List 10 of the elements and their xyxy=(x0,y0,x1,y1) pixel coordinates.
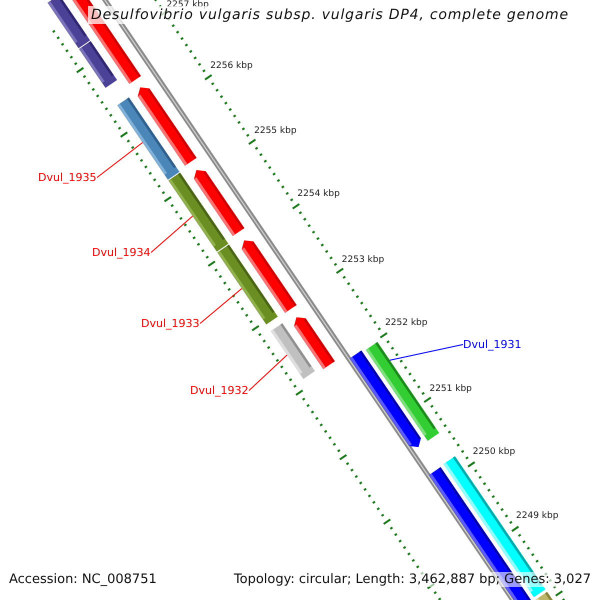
scale-label: 2256 kbp xyxy=(210,61,253,72)
scale-label: 2252 kbp xyxy=(385,318,428,328)
scale-label: 2250 kbp xyxy=(472,447,516,458)
scale-label: 2255 kbp xyxy=(254,126,297,136)
genome-info-text: Topology: circular; Length: 3,462,887 bp; Genes: 3,027 xyxy=(234,572,591,587)
accession-text: Accession: NC_008751 xyxy=(9,572,157,587)
scale-label: 2251 kbp xyxy=(429,384,472,394)
scale-label: 2253 kbp xyxy=(342,254,384,265)
scale-label: 2249 kbp xyxy=(516,511,558,522)
scale-label: 2254 kbp xyxy=(297,189,340,200)
